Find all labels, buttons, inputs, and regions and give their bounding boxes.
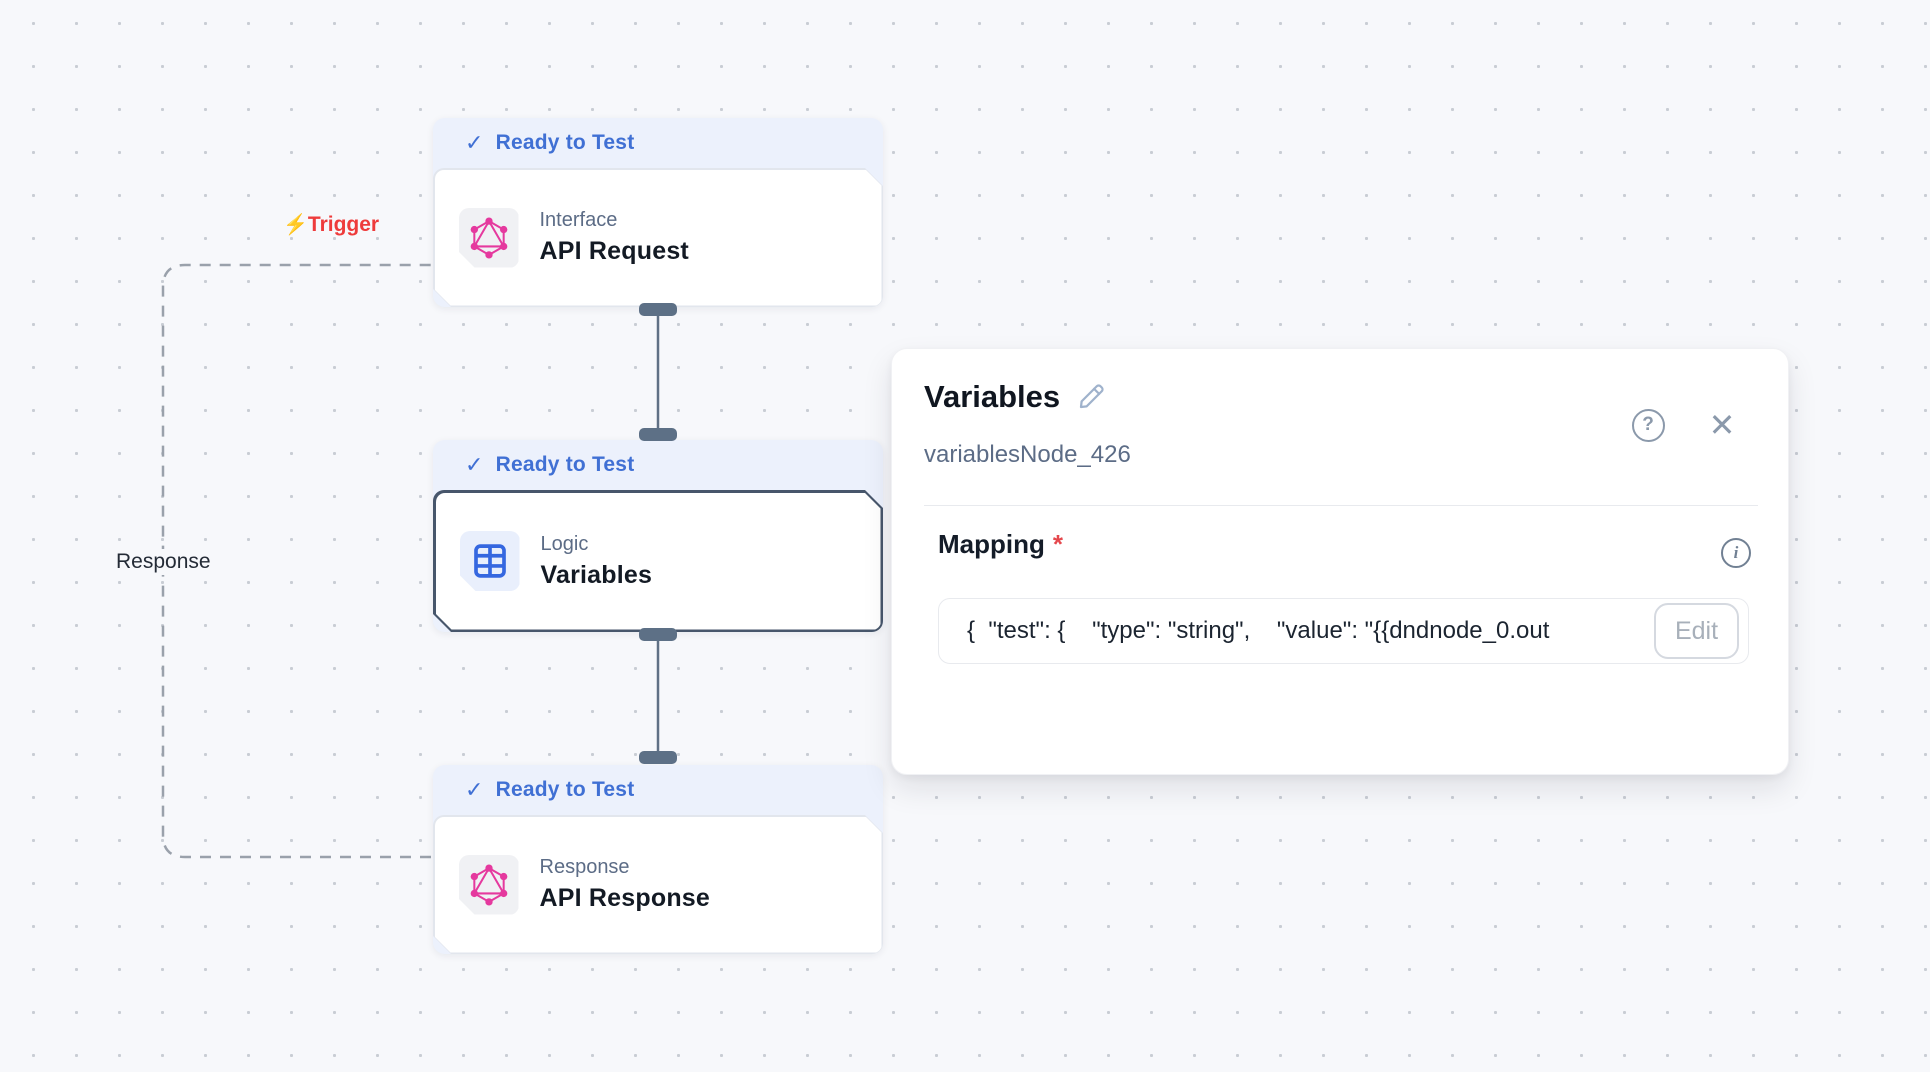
trigger-edge-label: ⚡Trigger	[283, 212, 379, 237]
status-label: Ready to Test	[495, 778, 635, 801]
node-category: Interface	[539, 209, 618, 231]
mapping-label-text: Mapping	[938, 529, 1045, 559]
node-title: API Request	[539, 237, 689, 265]
edit-mapping-button[interactable]: Edit	[1654, 603, 1739, 659]
icon-plate	[459, 208, 519, 268]
status-badge: ✓ Ready to Test	[433, 118, 883, 168]
node-api-request[interactable]: ✓ Ready to Test	[433, 118, 883, 307]
node-properties-panel: Variables ? ✕ variablesNode_426 Mapping*…	[891, 348, 1789, 775]
node-title: API Response	[539, 884, 711, 912]
panel-title: Variables	[924, 379, 1061, 414]
graphql-icon	[467, 216, 511, 260]
required-asterisk: *	[1052, 529, 1063, 559]
status-badge: ✓ Ready to Test	[433, 440, 883, 490]
status-label: Ready to Test	[495, 131, 635, 154]
help-icon: ?	[1631, 408, 1665, 442]
graphql-icon	[467, 863, 511, 907]
mapping-info-button[interactable]: i	[1718, 535, 1754, 571]
node-category: Logic	[540, 532, 589, 555]
close-panel-button[interactable]: ✕	[1704, 407, 1740, 443]
check-icon: ✓	[465, 452, 484, 477]
node-body[interactable]: Logic Variables	[436, 493, 881, 630]
node-body-border: Logic Variables	[433, 490, 883, 632]
status-badge: ✓ Ready to Test	[433, 765, 883, 815]
node-body-border: Response API Response	[433, 815, 883, 954]
icon-plate	[459, 855, 519, 915]
divider	[924, 505, 1758, 506]
node-api-response[interactable]: ✓ Ready to Test	[433, 765, 883, 954]
response-edge-label: Response	[111, 549, 216, 575]
node-body-border: Interface API Request	[433, 168, 883, 307]
mapping-value-field[interactable]: { "test": { "type": "string", "value": "…	[938, 598, 1749, 664]
node-id-label: variablesNode_426	[924, 441, 1131, 468]
trigger-label-text: Trigger	[307, 213, 380, 236]
status-label: Ready to Test	[495, 453, 635, 476]
node-title: Variables	[540, 560, 653, 589]
mapping-json-preview: { "test": { "type": "string", "value": "…	[967, 617, 1550, 644]
node-body[interactable]: Response API Response	[435, 817, 882, 953]
info-icon: i	[1721, 538, 1751, 568]
check-icon: ✓	[465, 777, 484, 802]
close-icon: ✕	[1708, 407, 1736, 443]
mapping-section-label: Mapping*	[938, 529, 1063, 560]
help-button[interactable]: ?	[1630, 407, 1666, 443]
node-body[interactable]: Interface API Request	[435, 170, 882, 306]
edit-pencil-icon[interactable]	[1076, 382, 1106, 412]
icon-plate	[460, 531, 520, 591]
bolt-icon: ⚡	[283, 214, 308, 236]
node-variables[interactable]: ✓ Ready to Test Logic	[433, 440, 883, 632]
node-category: Response	[539, 856, 630, 878]
table-icon	[469, 540, 511, 582]
target-handle	[639, 751, 677, 764]
check-icon: ✓	[465, 130, 484, 155]
